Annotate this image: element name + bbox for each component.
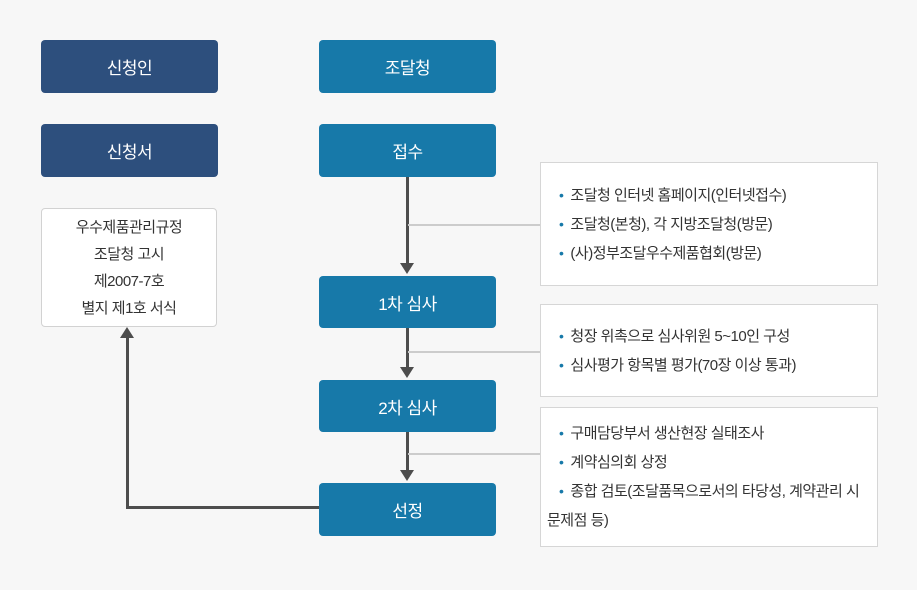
feedback-arrow-line [126,506,319,509]
note-item: • 구매담당부서 생산현장 실태조사 [547,419,861,448]
note-box-second-review: •구매담당부서 생산현장 실태조사 •계약심의회 상정 •종합 검토(조달품목으… [540,407,878,547]
application-form-box: 신청서 [41,124,218,177]
bullet-icon: • [559,356,564,373]
step-selection-box: 선정 [319,483,496,536]
note-box-first-review: • 청장 위촉으로 심사위원 5~10인 구성 • 심사평가 항목별 평가(70장 … [540,304,878,397]
bullet-icon: • [559,483,564,499]
flow-arrow-line [406,432,409,470]
regulation-line: 조달청 고시 [93,245,165,263]
note-item-text: 구매담당부서 생산현장 실태조사 [570,425,764,442]
note-connector-line [408,351,540,353]
step-selection-label: 선정 [392,502,423,521]
note-item-text: 계약심의회 상정 [570,454,668,471]
step-second-review-box: 2차 심사 [319,380,496,432]
feedback-arrow-line [126,337,129,509]
flow-arrow-line [406,177,409,263]
note-item-text: 조달청 인터넷 홈페이지(인터넷접수) [570,186,787,204]
application-form-label: 신청서 [106,143,153,162]
bullet-icon: • [559,186,564,203]
regulation-line: 제2007-7호 [93,272,165,290]
note-connector-line [408,453,540,455]
applicant-box: 신청인 [41,40,218,93]
bullet-icon: • [559,454,564,470]
note-item: • 조달청(본청), 각 지방조달청(방문) [547,210,861,239]
applicant-label: 신청인 [106,59,153,78]
agency-label: 조달청 [384,59,431,78]
arrow-down-icon [400,470,414,481]
regulation-line: 별지 제1호 서식 [81,299,177,317]
step-receipt-label: 접수 [392,143,423,162]
bullet-icon: • [559,215,564,232]
arrow-down-icon [400,367,414,378]
bullet-icon: • [559,244,564,261]
regulation-line: 우수제품관리규정 [75,218,183,236]
note-item-text: 조달청(본청), 각 지방조달청(방문) [570,215,773,233]
step-first-review-box: 1차 심사 [319,276,496,328]
note-item: •종합 검토(조달품목으로서의 타당성, 계약관리 시 문제점 등) [547,477,861,535]
arrow-up-icon [120,327,134,338]
bullet-icon: • [559,425,564,441]
bullet-icon: • [559,327,564,344]
note-item: • 계약심의회 상정 [547,448,861,477]
note-connector-line [408,224,540,226]
note-item-text: (사)정부조달우수제품협회(방문) [570,244,762,262]
agency-box: 조달청 [319,40,496,93]
step-second-review-label: 2차 심사 [378,398,437,418]
note-item: • 심사평가 항목별 평가(70장 이상 통과) [547,351,861,380]
note-item-text: 청장 위촉으로 심사위원 5~10인 구성 [570,327,790,345]
step-first-review-label: 1차 심사 [378,294,437,314]
note-item: • 조달청 인터넷 홈페이지(인터넷접수) [547,181,861,210]
note-item-text: 심사평가 항목별 평가(70장 이상 통과) [570,356,796,374]
arrow-down-icon [400,263,414,274]
note-item: • 청장 위촉으로 심사위원 5~10인 구성 [547,322,861,351]
note-item-text: 종합 검토(조달품목으로서의 타당성, 계약관리 시 문제점 등) [547,483,860,529]
note-box-receipt-channels: • 조달청 인터넷 홈페이지(인터넷접수) • 조달청(본청), 각 지방조달청(방… [540,162,878,286]
note-item: • (사)정부조달우수제품협회(방문) [547,239,861,268]
flow-arrow-line [406,328,409,367]
regulation-note-box: 우수제품관리규정 조달청 고시 제2007-7호 별지 제1호 서식 [41,208,217,327]
step-receipt-box: 접수 [319,124,496,177]
